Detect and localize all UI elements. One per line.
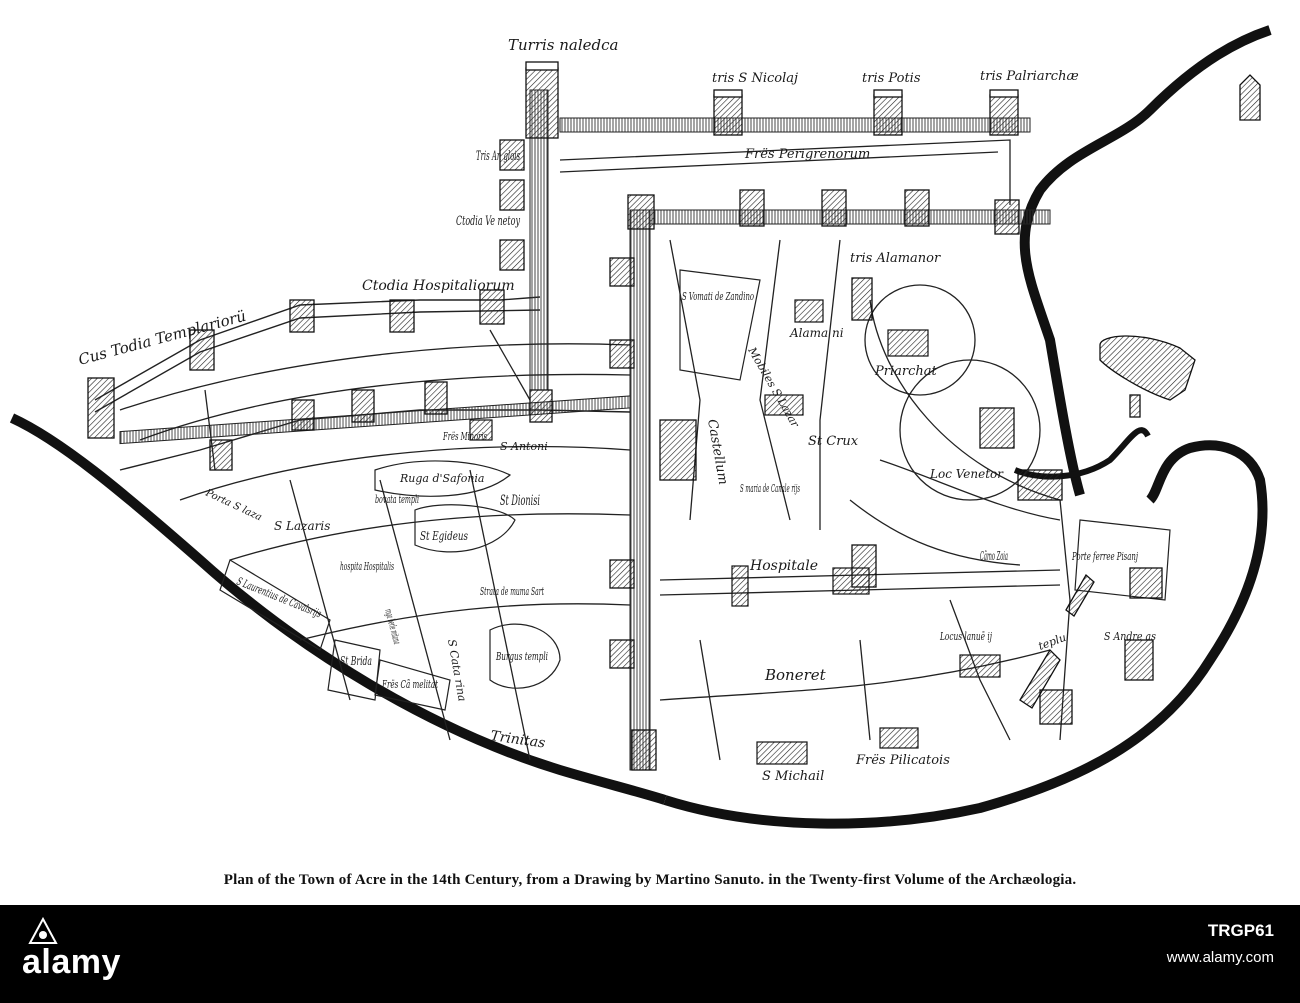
- acre-plan-svg: Turris naledca tris S Nicolaj tris Potis…: [9, 25, 1272, 829]
- label-mobiles-s-lazar: Mobiles S Lazar: [745, 344, 802, 430]
- label-tris-alamanor: tris Alamanor: [850, 251, 941, 266]
- label-fres-perigrenorum: Frës Perigrenorum: [744, 147, 870, 162]
- label-tris-potis: tris Potis: [862, 71, 921, 86]
- label-trinitas: Trinitas: [489, 728, 546, 752]
- label-tris-s-nicolai: tris S Nicolaj: [712, 71, 798, 86]
- label-turris-maledicta: Turris naledca: [508, 36, 619, 54]
- towers: [87, 61, 1261, 771]
- label-s-antoni: S Antoni: [500, 440, 548, 453]
- label-locus-lanuae: Locus lanuē ij: [939, 630, 992, 643]
- label-s-egideus: St Egideus: [420, 529, 468, 543]
- map-caption: Plan of the Town of Acre in the 14th Cen…: [223, 872, 1077, 888]
- watermark-ids: TRGP61 www.alamy.com: [1167, 921, 1274, 966]
- label-ctodia-venetorum: Ctodia Ve netoy: [456, 214, 520, 229]
- label-castellum: Castellum: [704, 418, 730, 486]
- label-s-lazaris: S Lazaris: [274, 519, 330, 533]
- label-tris-anglois: Tris An glois: [476, 149, 520, 164]
- label-porta-s-lazari: Porta S laza: [203, 487, 264, 523]
- label-s-dionisi: St Dionisi: [500, 493, 540, 509]
- label-s-catarina: S Cata rina: [445, 638, 469, 702]
- label-porte-ferree-pisani: Porte ferree Pisanj: [1071, 550, 1138, 563]
- label-camo-zoia: Cãmo Zoia: [980, 549, 1008, 563]
- label-alamani: Alama ni: [789, 326, 844, 340]
- label-s-michail: S Michail: [762, 769, 824, 784]
- label-s-brida: St Brida: [340, 654, 372, 668]
- label-ctodia-hospitaliorum: Ctodia Hospitaliorum: [362, 278, 515, 294]
- label-loc-venetor: Loc Venetor: [929, 467, 1004, 481]
- label-hospita-hospitalis: hospita Hospitalis: [340, 560, 394, 573]
- watermark-brand: alamy: [22, 943, 121, 981]
- street-blocks: [219, 269, 1171, 711]
- label-s-andreas: S Andre as: [1104, 630, 1156, 643]
- buildings: [469, 299, 1001, 765]
- streets: [119, 139, 1071, 761]
- label-s-crux: St Crux: [808, 434, 859, 449]
- label-fres-minoris: Frës Minoris: [442, 430, 487, 443]
- label-tris-patriarchae: tris Palriarchæ: [980, 69, 1079, 84]
- watermark-bar: alamy TRGP61 www.alamy.com: [0, 905, 1300, 1003]
- map-illustration: Turris naledca tris S Nicolaj tris Potis…: [9, 25, 1272, 829]
- label-hospitale: Hospitale: [749, 558, 818, 574]
- label-fres-pilicatois: Frës Pilicatois: [855, 753, 950, 768]
- coastline-west: [9, 413, 667, 805]
- label-burgus-templi: Burgus templi: [495, 650, 548, 663]
- label-fres-carmelitat: Frës Cã melitat: [381, 678, 438, 691]
- watermark-url: www.alamy.com: [1166, 949, 1274, 966]
- coastline-south: [663, 440, 1268, 829]
- label-s-maria-de-canale: S maria de Canale rijs: [740, 482, 800, 495]
- label-boneret: Boneret: [764, 666, 827, 684]
- label-ruga-berlemitana: roga berle mitana: [382, 608, 402, 646]
- coastline-east: [1019, 25, 1272, 497]
- label-priarchat: Priarchat: [874, 364, 937, 379]
- label-strata-de-muma-sart: Strata de muma Sart: [480, 585, 544, 598]
- label-ruga-de-sefonia: Ruga d'Safonia: [399, 472, 484, 485]
- tower-maledicta: [525, 61, 559, 139]
- label-bovata-templi: bovata templi: [375, 493, 419, 506]
- label-templu: teplu: [1037, 631, 1068, 653]
- watermark-image-id: TRGP61: [1207, 921, 1274, 940]
- label-s-vomati: S Vomati de Zandino: [682, 290, 754, 303]
- alamy-logo-icon: [28, 917, 58, 944]
